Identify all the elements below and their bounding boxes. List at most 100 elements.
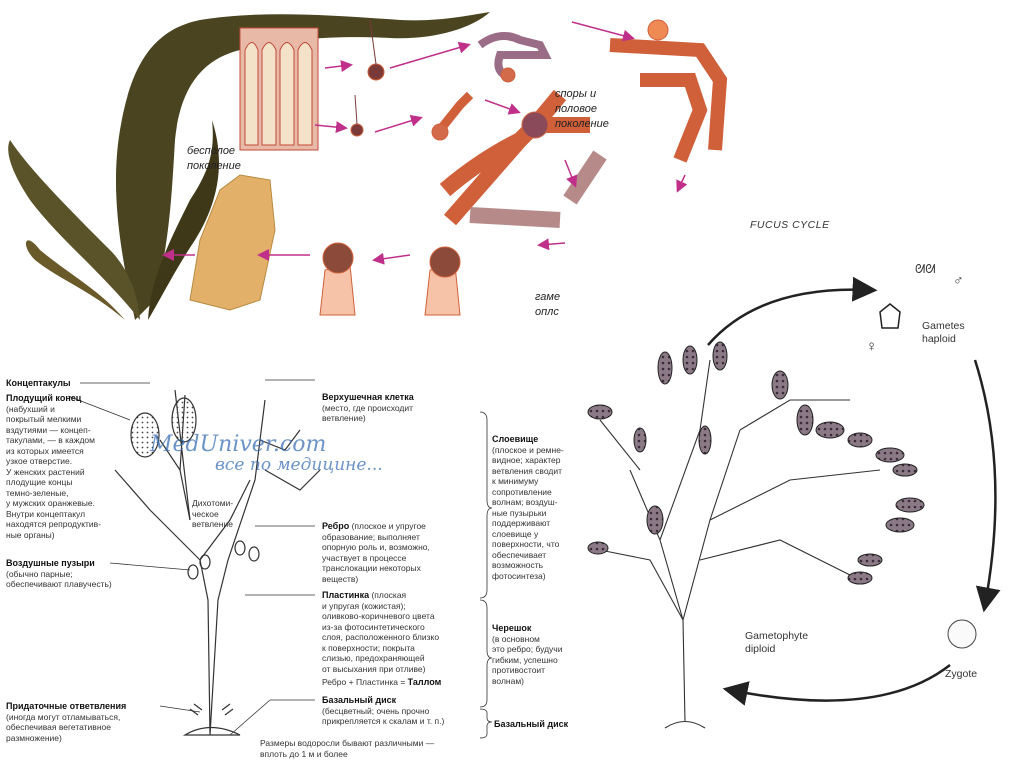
label-line: Gametes [922,320,965,332]
label-line: ветвление [192,519,233,529]
label-line: волнам; воздуш- [492,497,558,507]
label-line: возможность [492,560,544,570]
leader-lines [67,379,493,739]
label-line: противостоит [492,665,546,675]
label-line: покрытый мелкими [6,414,82,424]
label-line: у мужских оранжевые. [6,498,95,508]
label-apical-cell: Верхушечная клетка (место, где происходи… [322,392,414,424]
label-line: (иногда могут отламываться, [6,711,121,722]
label-line: половое [555,103,597,115]
label-line: ческое [192,508,219,519]
label-line: слоя, расположенного близко [322,632,440,642]
label-line: обеспечивают плавучесть) [6,579,112,589]
label-line: образование; выполняет [322,531,420,542]
label-line: вздутиями — концеп- [6,424,91,435]
label-line: гаме [535,291,561,303]
label-stipe: Черешок (в основном это ребро; будучи ги… [492,623,562,686]
label-line: Дихотоми- [192,498,234,508]
label-line: бесполое [187,145,236,157]
label-line: ветвление) [322,413,366,423]
label-line: (плоская [369,590,407,600]
label-holdfast-right: Базальный диск [494,719,568,730]
label-line: к поверхности; покрыта [322,642,415,653]
label-gametes-cut: гаме оплс [535,290,565,320]
label-line: веществ) [322,573,359,584]
label-line: плодущие концы [6,477,73,487]
label-line: размножение) [6,732,62,743]
label-line: опорную роль и, возможно, [322,542,430,552]
label-line: (место, где происходит [322,402,414,413]
label-line: (обычно парные; [6,568,73,579]
label-line: гибким, успешно [492,654,558,665]
label-line: поддерживают [492,518,551,528]
watermark: MedUniver.com [150,432,327,457]
label-zygote: Zygote [945,668,978,680]
label-title: Пластинка [322,590,370,600]
male-symbol-icon: ♂ [953,272,964,288]
label-line: волнам) [492,675,525,686]
label-line: слоевище у [492,528,539,539]
label-line: Gametophyte [745,630,809,642]
label-line: (бесцветный; очень прочно [322,705,430,716]
label-title: Ребро [322,521,350,531]
label-line: транслокации некоторых [322,563,421,573]
label-line: узкое отверстие. [6,456,73,466]
label-line: поверхности, что [492,539,560,549]
label-line: из которых имеется [6,445,84,456]
label-line: это ребро; будучи [492,644,563,654]
label-line: ветвления сводит [492,465,562,476]
label-line: оплс [535,306,559,318]
label-line: такулами, — в каждом [6,435,95,445]
label-line: и упругая (кожистая); [322,600,406,611]
fucus-cycle-title: FUCUS CYCLE [750,219,830,231]
label-title: Базальный диск [322,695,397,705]
sperm-icon: ᘛᘛ [915,262,936,276]
label-air-bladders: Воздушные пузыри (обычно парные; обеспеч… [6,558,112,590]
label-line: haploid [922,333,956,345]
label-conceptacles: Концептакулы [6,378,71,389]
label-line: споры и [555,88,597,100]
label-fertile-tip: Плодущий конец (набухший и покрытый мелк… [6,393,126,540]
label-line: (набухший и [6,403,55,414]
label-line: видное; характер [492,455,561,465]
label-lamina: Пластинка (плоская и упругая (кожистая);… [322,590,441,688]
label-line: от высыхания при отливе) [322,663,426,674]
label-title: Базальный диск [494,719,569,729]
label-thallus: Слоевище (плоское и ремне- видное; харак… [492,434,564,581]
label-line: темно-зеленые, [6,487,69,498]
label-title: Концептакулы [6,378,71,388]
label-line: сопротивление [492,486,552,497]
label-title: Слоевище [492,434,539,444]
label-line: слизью, предохраняющей [322,653,425,663]
label-adventitious-branches: Придаточные ответвления (иногда могут от… [6,701,126,743]
label-size-note: Размеры водоросли бывают различными — вп… [260,738,434,759]
label-line: Размеры водоросли бывают различными — [260,738,435,748]
label-line: diploid [745,643,776,655]
kelp-illustration [8,12,490,320]
label-title: Верхушечная клетка [322,392,414,402]
label-gametophyte-diploid: Gametophyte diploid [745,630,808,656]
label-line: оливково-коричневого цвета [322,611,435,621]
label-title: Придаточные ответвления [6,701,127,711]
label-line: (в основном [492,633,540,644]
thallus-word: Таллом [407,677,442,687]
spore-stages [189,19,728,316]
cycle-arrows [162,21,688,265]
label-line: ные органы) [6,529,55,540]
female-symbol-icon: ♀ [866,338,878,355]
label-midrib: Ребро (плоское и упругое образование; вы… [322,521,430,584]
thallus-equation: Ребро + Пластинка = [322,677,408,687]
label-line: Внутри концептакул [6,508,86,519]
label-line: участвует в процессе [322,552,407,563]
watermark-subtitle: все по медицине... [215,455,383,475]
label-line: прикрепляется к скалам и т. п.) [322,716,445,726]
fucus-anatomy-drawing [114,389,321,736]
label-title: Черешок [492,623,532,633]
label-line: фотосинтеза) [492,570,546,581]
label-dichotomous-branching: Дихотоми- ческое ветвление [192,498,233,530]
label-line: к минимуму [492,476,539,486]
label-line: ные пузырьки [492,507,547,518]
fucus-cycle-drawing [587,276,1001,729]
label-line: поколение [555,118,609,130]
